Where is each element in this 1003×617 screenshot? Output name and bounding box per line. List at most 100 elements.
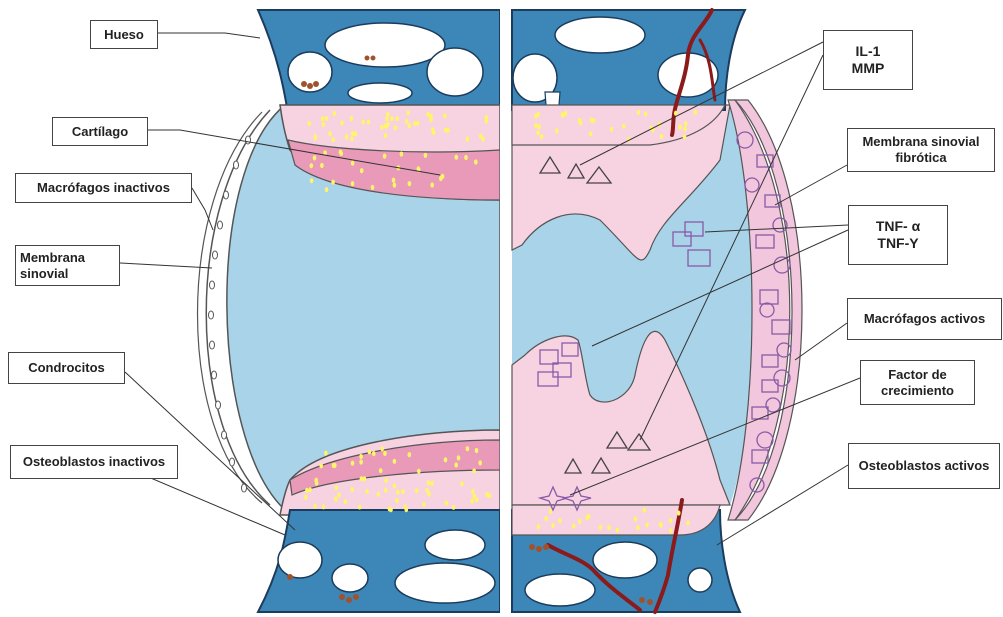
chondrocyte (396, 490, 400, 495)
chondrocyte (406, 110, 410, 115)
chondrocyte (384, 478, 388, 483)
chondrocyte (610, 127, 614, 132)
chondrocyte (445, 500, 449, 505)
chondrocyte (380, 446, 384, 451)
chondrocyte (478, 460, 482, 465)
chondrocyte (334, 496, 338, 501)
chondrocyte (363, 476, 367, 481)
chondrocyte (669, 528, 673, 533)
label-hueso: Hueso (90, 20, 158, 49)
chondrocyte (472, 468, 476, 473)
inflamed-joint (512, 10, 802, 612)
chondrocyte (390, 116, 394, 121)
chondrocyte (470, 499, 474, 504)
chondrocyte (479, 134, 483, 139)
label-factor-crecimiento: Factor de crecimiento (860, 360, 975, 405)
chondrocyte (637, 110, 641, 115)
chondrocyte (674, 111, 678, 116)
chondrocyte (536, 130, 540, 135)
chondrocyte (310, 163, 314, 168)
chondrocyte (485, 119, 489, 124)
chondrocyte (616, 528, 620, 533)
healthy-joint (198, 10, 501, 612)
chondrocyte (310, 178, 314, 183)
chondrocyte (308, 487, 312, 492)
chondrocyte (643, 508, 647, 513)
chondrocyte (325, 187, 329, 192)
chondrocyte (587, 514, 591, 519)
chondrocyte (408, 452, 412, 457)
chondrocyte (393, 183, 397, 188)
chondrocyte (314, 135, 318, 140)
chondrocyte (315, 481, 319, 486)
chondrocyte (430, 182, 434, 187)
chondrocyte (345, 134, 349, 139)
chondrocyte (408, 181, 412, 186)
chondrocyte (400, 151, 404, 156)
chondrocyte (599, 525, 603, 530)
chondrocyte (395, 116, 399, 121)
chondrocyte (466, 137, 470, 142)
chondrocyte (441, 174, 445, 179)
chondrocyte (395, 498, 399, 503)
chondrocyte (457, 455, 461, 460)
chondrocyte (555, 128, 559, 133)
chondrocyte (473, 494, 477, 499)
chondrocyte (350, 116, 354, 121)
chondrocyte (534, 123, 538, 128)
chondrocyte (659, 522, 663, 527)
chondrocyte (340, 120, 344, 125)
chondrocyte (416, 121, 420, 126)
chondrocyte (678, 124, 682, 129)
chondrocyte (361, 119, 365, 124)
label-membrana-sinovial-fibrotica: Membrana sinovial fibrótica (847, 128, 995, 172)
chondrocyte (636, 525, 640, 530)
chondrocyte (485, 492, 489, 497)
chondrocyte (645, 522, 649, 527)
chondrocyte (460, 481, 464, 486)
chondrocyte (455, 155, 459, 160)
chondrocyte (305, 488, 309, 493)
chondrocyte (360, 168, 364, 173)
chondrocyte (454, 462, 458, 467)
chondrocyte (422, 502, 426, 507)
chondrocyte (304, 495, 308, 500)
label-osteoblastos-activos: Osteoblastos activos (848, 443, 1000, 489)
chondrocyte (475, 448, 479, 453)
chondrocyte (590, 118, 594, 123)
chondrocyte (430, 481, 434, 486)
chondrocyte (383, 154, 387, 159)
chondrocyte (394, 125, 398, 130)
chondrocyte (669, 518, 673, 523)
chondrocyte (351, 131, 355, 136)
chondrocyte (677, 510, 681, 515)
chondrocyte (359, 454, 363, 459)
chondrocyte (536, 112, 540, 117)
chondrocyte (372, 451, 376, 456)
chondrocyte (351, 181, 355, 186)
chondrocyte (365, 489, 369, 494)
chondrocyte (432, 130, 436, 135)
chondrocyte (324, 451, 328, 456)
chondrocyte (380, 125, 384, 130)
chondrocyte (389, 507, 393, 512)
chondrocyte (660, 134, 664, 139)
label-macrofagos-activos: Macrófagos activos (847, 298, 1002, 340)
chondrocyte (322, 504, 326, 509)
chondrocyte (444, 457, 448, 462)
chondrocyte (333, 111, 337, 116)
chondrocyte (537, 124, 541, 129)
chondrocyte (321, 116, 325, 121)
chondrocyte (544, 516, 548, 521)
chondrocyte (384, 133, 388, 138)
chondrocyte (684, 121, 688, 126)
chondrocyte (351, 161, 355, 166)
chondrocyte (686, 520, 690, 525)
chondrocyte (333, 463, 337, 468)
chondrocyte (474, 159, 478, 164)
chondrocyte (417, 469, 421, 474)
chondrocyte (471, 489, 475, 494)
chondrocyte (644, 111, 648, 116)
chondrocyte (383, 451, 387, 456)
chondrocyte (401, 489, 405, 494)
